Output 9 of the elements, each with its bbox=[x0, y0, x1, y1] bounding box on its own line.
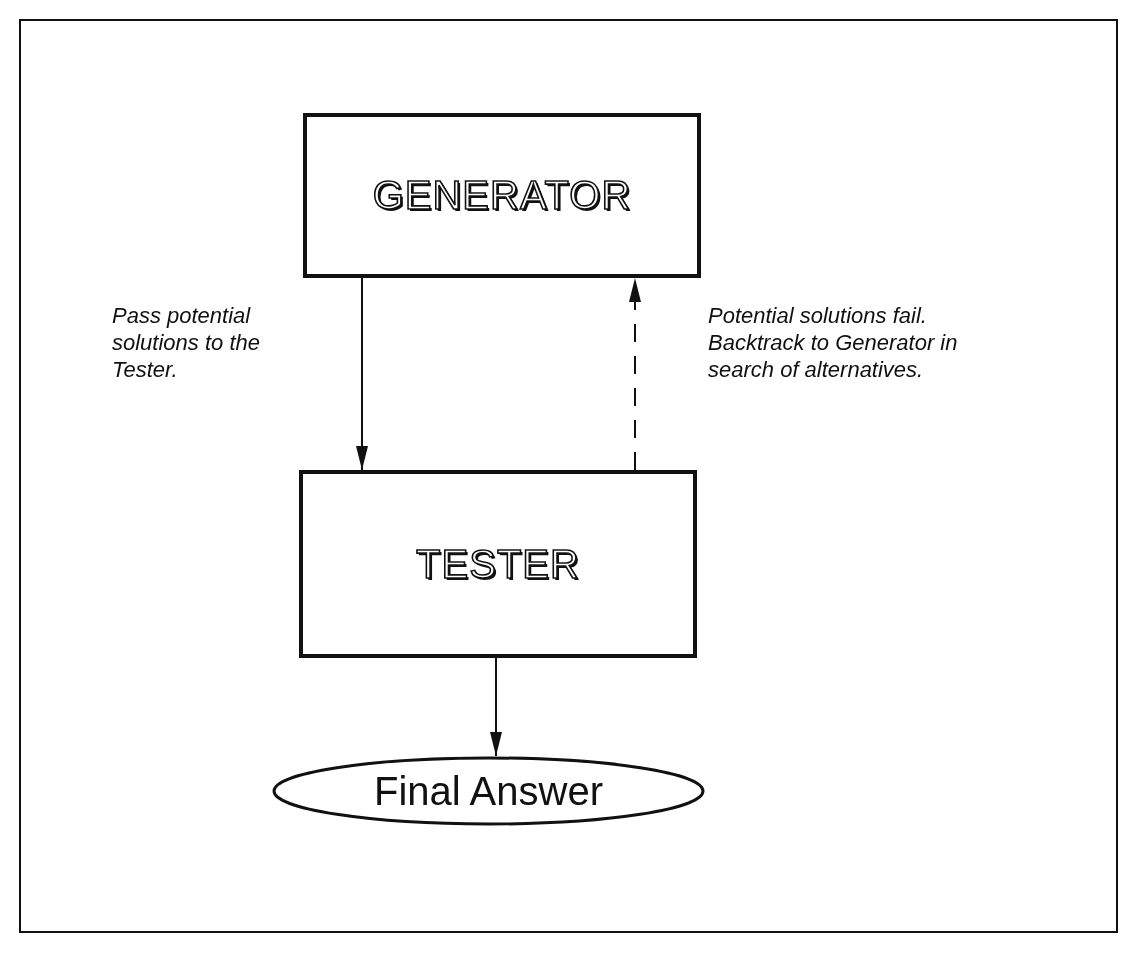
process-box bbox=[303, 113, 701, 278]
box-title: GENERATOR bbox=[372, 173, 632, 218]
terminal-label: Final Answer bbox=[374, 768, 603, 814]
arrow bbox=[490, 657, 502, 757]
arrow bbox=[356, 277, 368, 471]
box-title: TESTER bbox=[416, 541, 580, 587]
dashed-arrow bbox=[629, 277, 641, 471]
process-box bbox=[299, 470, 697, 658]
terminal-ellipse bbox=[272, 756, 705, 826]
